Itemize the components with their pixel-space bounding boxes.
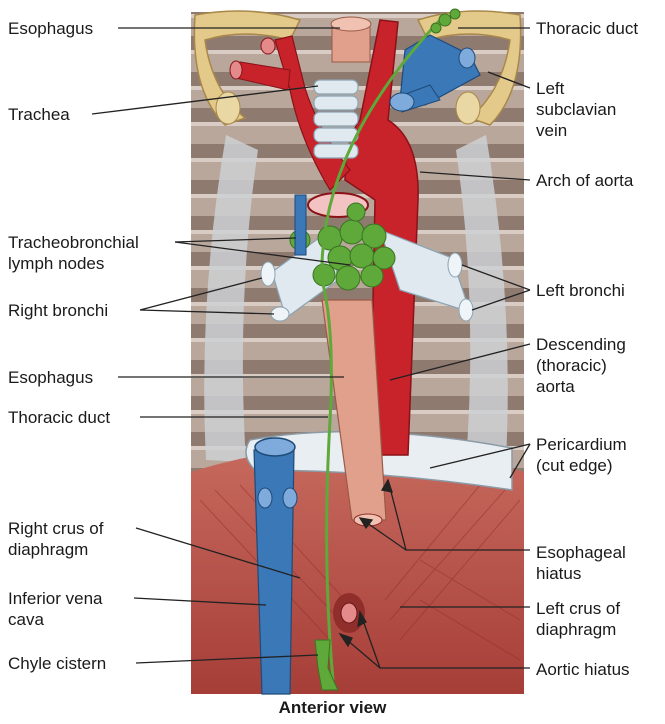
label-left-bronchi: Left bronchi [536,280,625,301]
rib-head-right [456,92,480,124]
aortic-hiatus-opening [341,603,357,623]
label-trachea: Trachea [8,104,70,125]
label-arch-of-aorta: Arch of aorta [536,170,633,191]
label-thoracic-duct-mid: Thoracic duct [8,407,110,428]
inferior-vena-cava-opening [255,438,295,456]
jugular-vein-opening [459,48,475,68]
label-thoracic-duct-top: Thoracic duct [536,18,638,39]
right-bronchus-end-upper [261,262,275,286]
subclavian-artery-stump [230,61,242,79]
label-left-subclavian-vein: Left subclavian vein [536,78,616,141]
ivc-branch-right [283,488,297,508]
ivc-branch-left [258,488,272,508]
label-chyle-cistern: Chyle cistern [8,653,106,674]
carotid-stump [261,38,275,54]
label-esophagus-top: Esophagus [8,18,93,39]
label-tracheobronchial-lymph-nodes: Tracheobronchial lymph nodes [8,232,139,274]
label-aortic-hiatus: Aortic hiatus [536,659,630,680]
label-esophageal-hiatus: Esophageal hiatus [536,542,626,584]
azygos-vein [295,195,306,255]
caption: Anterior view [0,698,665,718]
label-descending-aorta: Descending (thoracic) aorta [536,334,626,397]
label-right-crus: Right crus of diaphragm [8,518,103,560]
label-pericardium: Pericardium (cut edge) [536,434,627,476]
label-inferior-vena-cava: Inferior vena cava [8,588,103,630]
left-bronchus-end-upper [448,253,462,277]
label-esophagus-mid: Esophagus [8,367,93,388]
label-left-crus: Left crus of diaphragm [536,598,620,640]
label-right-bronchi: Right bronchi [8,300,108,321]
left-bronchus-end-lower [459,299,473,321]
esophagus-top-opening [331,17,371,31]
left-subclavian-vein-opening [390,93,414,111]
